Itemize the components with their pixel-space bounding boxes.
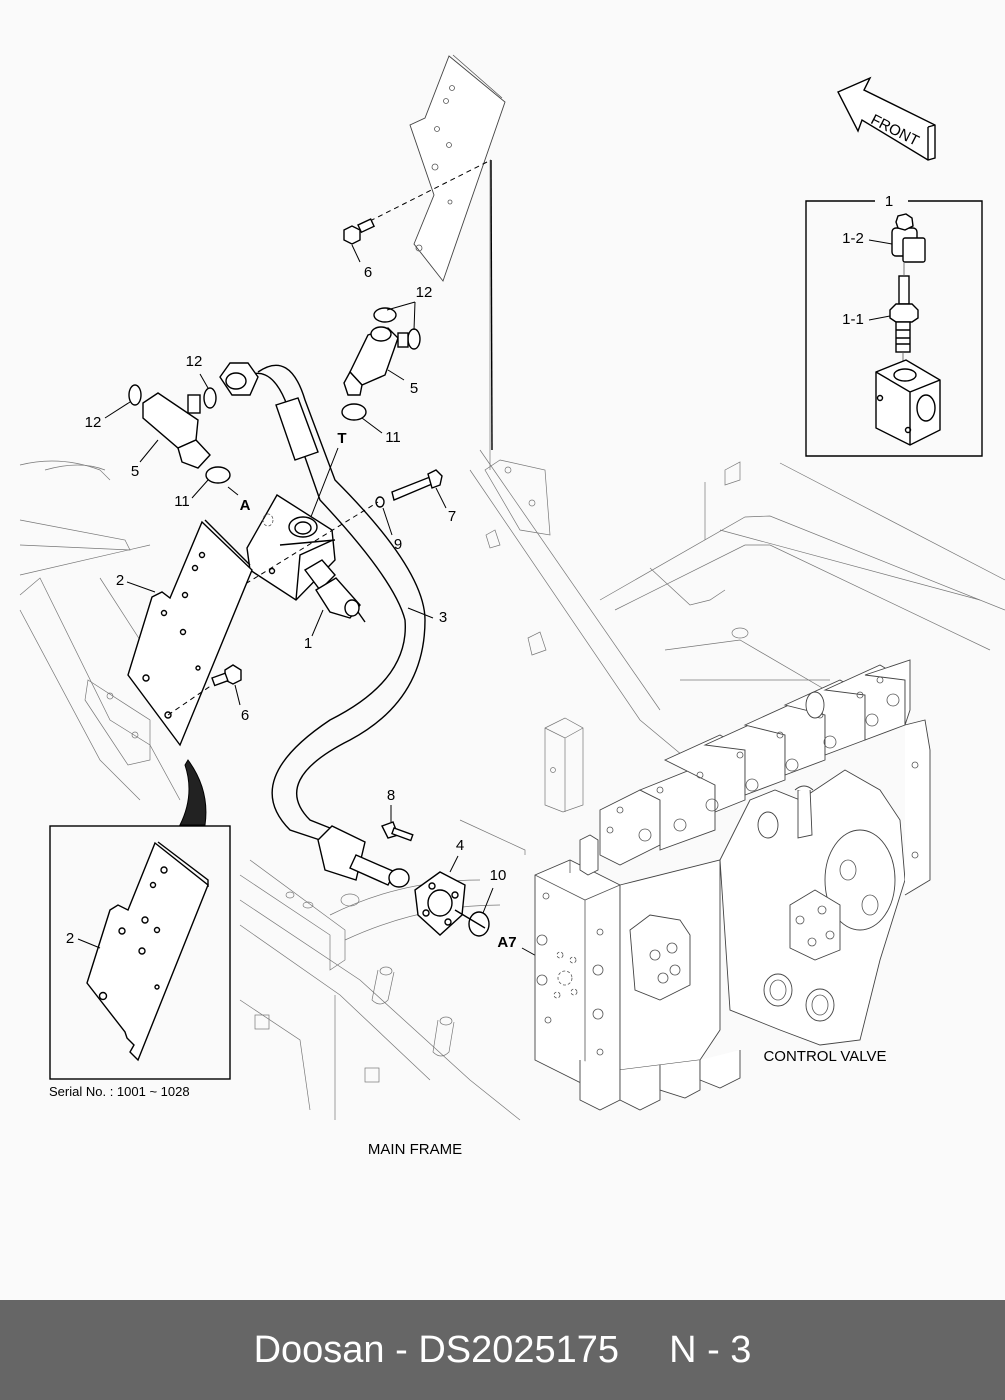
control-valve-drawing: CONTROL VALVE — [534, 659, 931, 1111]
footer-bar: Doosan - DS2025175 N - 3 — [0, 1300, 1005, 1400]
callout-1-main: 1 — [304, 635, 312, 652]
callout-3: 3 — [439, 609, 447, 626]
footer-part-number: DS2025175 — [418, 1328, 620, 1371]
hose-3: 3 T — [219, 362, 447, 888]
footer-page: N - 3 — [669, 1328, 752, 1371]
split-flange-assembly: 8 4 10 A7 — [381, 787, 561, 971]
callout-4: 4 — [456, 837, 464, 854]
callout-9: 9 — [394, 536, 402, 553]
callout-1-inset: 1 — [885, 193, 893, 210]
fitting-5-left: 12 12 5 11 A — [85, 353, 251, 514]
callout-11-right: 11 — [385, 429, 401, 446]
fitting-5-right: 12 5 11 — [341, 284, 433, 446]
callout-10: 10 — [490, 867, 507, 884]
callout-12-left-a: 12 — [186, 353, 203, 370]
label-control-valve: CONTROL VALVE — [763, 1048, 886, 1065]
bolt-6-upper: 6 — [343, 218, 375, 281]
bracket-plate-upper — [361, 54, 506, 451]
footer-separator: - — [395, 1328, 408, 1371]
callout-2-main: 2 — [116, 572, 124, 589]
parts-diagram: FRONT 1 1-2 1-1 — [19, 54, 1005, 1158]
serial-number-range: Serial No. : 1001 ~ 1028 — [49, 1084, 190, 1099]
callout-11-left: 11 — [174, 493, 190, 510]
callout-1-2: 1-2 — [842, 230, 864, 247]
callout-12-right: 12 — [416, 284, 433, 301]
callout-12-left-b: 12 — [85, 414, 102, 431]
callout-8: 8 — [387, 787, 395, 804]
callout-A7: A7 — [497, 934, 516, 951]
bracket-plate-2: 2 6 — [116, 519, 253, 747]
callout-6-lower: 6 — [241, 707, 249, 724]
callout-2-inset: 2 — [66, 930, 74, 947]
footer-brand: Doosan — [253, 1328, 385, 1371]
label-main-frame: MAIN FRAME — [368, 1141, 462, 1158]
detail-inset-solenoid-valve: 1 1-2 1-1 — [805, 193, 983, 457]
wiring-bundle — [179, 759, 207, 826]
callout-1-1: 1-1 — [842, 311, 864, 328]
callout-5-right: 5 — [410, 380, 418, 397]
callout-6-upper: 6 — [364, 264, 372, 281]
callout-A: A — [240, 497, 251, 514]
callout-T: T — [337, 430, 346, 447]
callout-5-left: 5 — [131, 463, 139, 480]
detail-inset-serial-plate: 2 Serial No. : 1001 ~ 1028 — [49, 825, 231, 1099]
callout-7: 7 — [448, 508, 456, 525]
front-arrow-icon: FRONT — [837, 76, 936, 161]
